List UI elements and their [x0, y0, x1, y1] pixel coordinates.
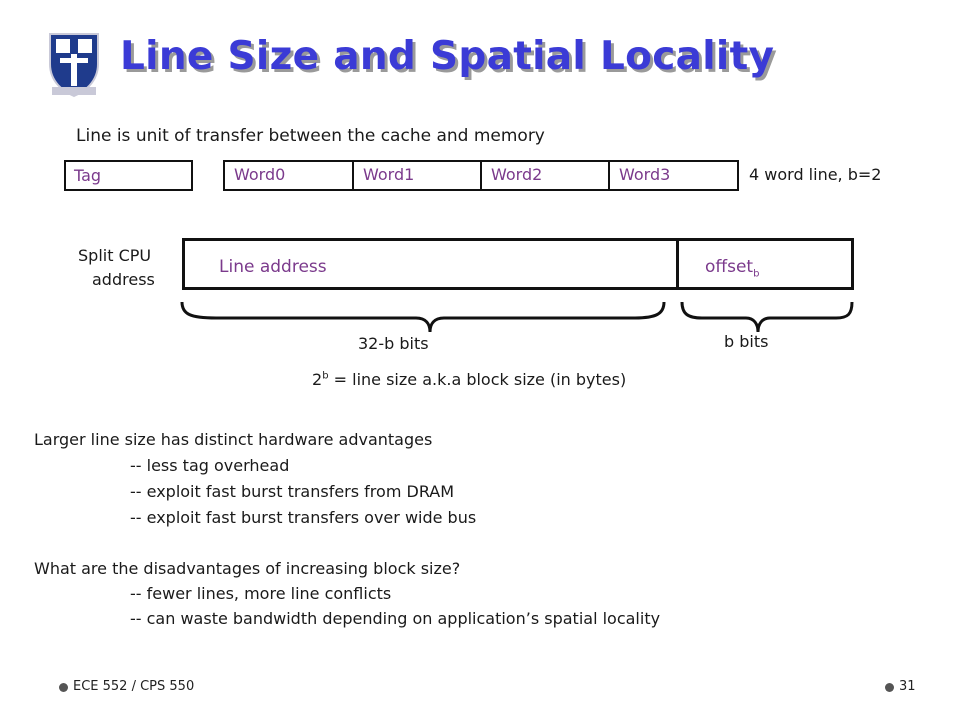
disadvantage-item: -- fewer lines, more line conflicts [130, 584, 392, 603]
advantages-heading: Larger line size has distinct hardware a… [34, 430, 433, 449]
advantage-item: -- exploit fast burst transfers over wid… [130, 508, 477, 527]
footer-course: ECE 552 / CPS 550 [73, 679, 195, 694]
footer-bullet-right-icon [885, 683, 894, 692]
tag-label: Tag [74, 166, 102, 185]
braces [180, 301, 854, 333]
word-label-2: Word2 [491, 165, 543, 184]
word-label-0: Word0 [234, 165, 286, 184]
line-address-label: Line address [219, 257, 327, 277]
brace-label-32b: 32-b bits [358, 334, 429, 353]
line-size-formula: 2b = line size a.k.a block size (in byte… [312, 370, 627, 389]
university-shield-logo [49, 33, 99, 98]
disadvantages-heading: What are the disadvantages of increasing… [34, 559, 461, 578]
word-label-3: Word3 [619, 165, 671, 184]
disadvantage-item: -- can waste bandwidth depending on appl… [130, 609, 661, 628]
word-box-3 [608, 160, 739, 191]
advantage-item: -- less tag overhead [130, 456, 290, 475]
brace-label-b: b bits [724, 332, 769, 351]
word-line-note: 4 word line, b=2 [749, 165, 882, 184]
footer-page-number: 31 [899, 679, 916, 694]
brace-offset [680, 301, 854, 333]
intro-text: Line is unit of transfer between the cac… [76, 126, 545, 146]
word-label-1: Word1 [363, 165, 415, 184]
split-address-label: address [92, 270, 155, 289]
brace-line-address [180, 301, 666, 333]
split-cpu-label: Split CPU [78, 246, 152, 265]
advantage-item: -- exploit fast burst transfers from DRA… [130, 482, 455, 501]
slide-title: Line Size and Spatial Locality [120, 34, 775, 79]
tag-box [64, 160, 193, 191]
cpu-address-box [182, 238, 854, 290]
offset-label: offsetb [705, 257, 760, 280]
address-divider [676, 238, 679, 290]
footer-bullet-left-icon [59, 683, 68, 692]
